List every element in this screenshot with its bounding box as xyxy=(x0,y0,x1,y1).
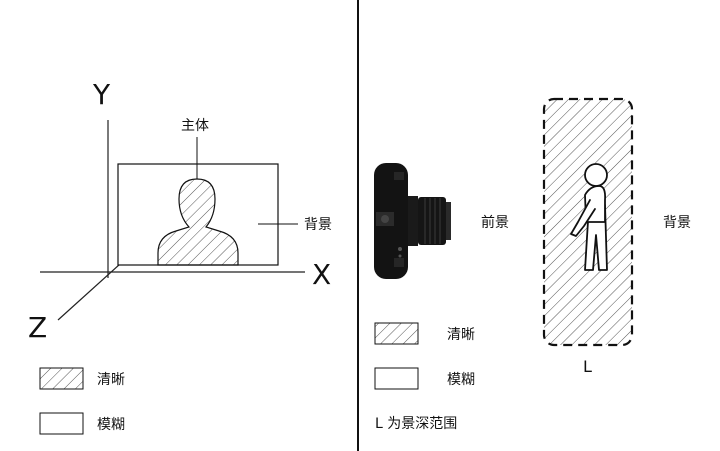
legend-label-sharp-right: 清晰 xyxy=(447,327,475,343)
y-axis-label: Y xyxy=(92,78,111,111)
person-figure xyxy=(570,163,608,271)
foreground-label: 前景 xyxy=(481,214,509,231)
background-label-right: 背景 xyxy=(663,215,691,231)
z-axis-label: Z xyxy=(28,311,47,344)
subject-silhouette xyxy=(157,178,239,266)
right-panel: 前景 背景 L 清晰 模糊 L 为景深范围 xyxy=(374,97,691,432)
legend-label-blur-right: 模糊 xyxy=(447,372,475,388)
x-axis-label: X xyxy=(312,258,331,291)
background-label-left: 背景 xyxy=(304,217,332,233)
dof-range-note: L 为景深范围 xyxy=(375,415,457,432)
subject-label: 主体 xyxy=(181,118,209,134)
camera-icon xyxy=(374,163,451,279)
legend-swatch-sharp-right xyxy=(374,322,419,345)
z-axis-line xyxy=(57,254,131,321)
dof-range-letter: L xyxy=(583,357,592,376)
legend-swatch-sharp xyxy=(39,367,84,390)
legend-swatch-blur-right xyxy=(374,367,419,390)
legend-label-blur: 模糊 xyxy=(97,417,125,433)
legend-label-sharp: 清晰 xyxy=(97,372,125,388)
left-panel: Y X Z 主体 背景 清晰 模糊 xyxy=(28,78,332,435)
legend-swatch-blur xyxy=(39,412,84,435)
